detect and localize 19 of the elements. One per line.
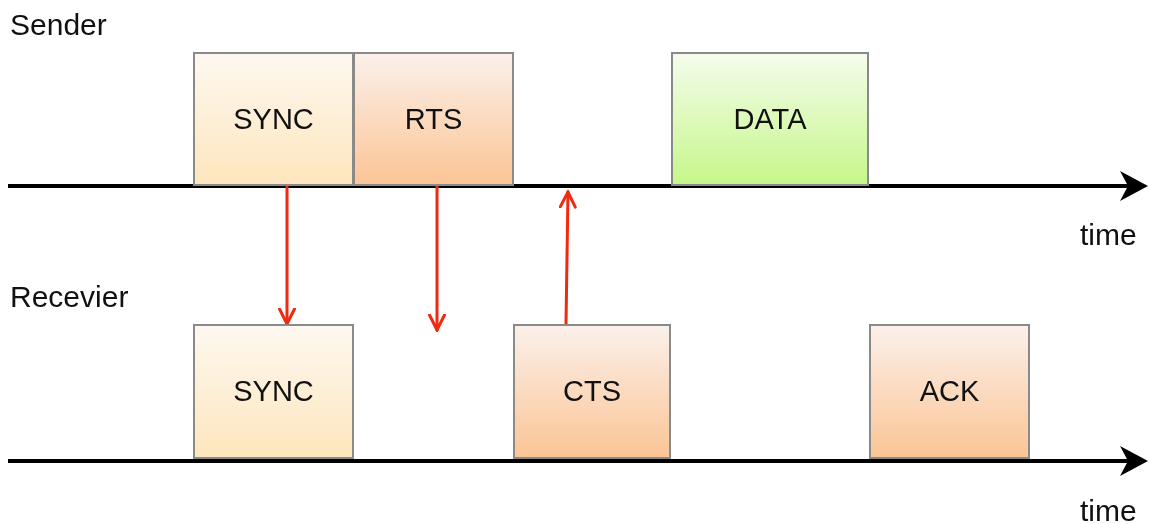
frame-label: CTS: [563, 375, 621, 408]
row-label: Sender: [10, 8, 107, 42]
arrow: [428, 184, 446, 332]
axis-label: time: [1080, 218, 1137, 252]
row-label: Recevier: [10, 280, 129, 314]
frame-box: [193, 52, 354, 186]
frame-box: [869, 324, 1030, 459]
arrow: [278, 184, 296, 326]
axis-label: time: [1080, 494, 1137, 524]
frame-box: [193, 324, 354, 459]
frame-box: [513, 324, 671, 459]
frame-box: [353, 52, 514, 186]
arrow: [558, 190, 577, 326]
frame-label: DATA: [733, 102, 807, 136]
frame-label: SYNC: [233, 102, 314, 136]
frame-box: [671, 52, 869, 186]
frame-label: ACK: [919, 375, 980, 408]
frame-label: SYNC: [233, 375, 314, 408]
frame-label: RTS: [404, 102, 463, 136]
